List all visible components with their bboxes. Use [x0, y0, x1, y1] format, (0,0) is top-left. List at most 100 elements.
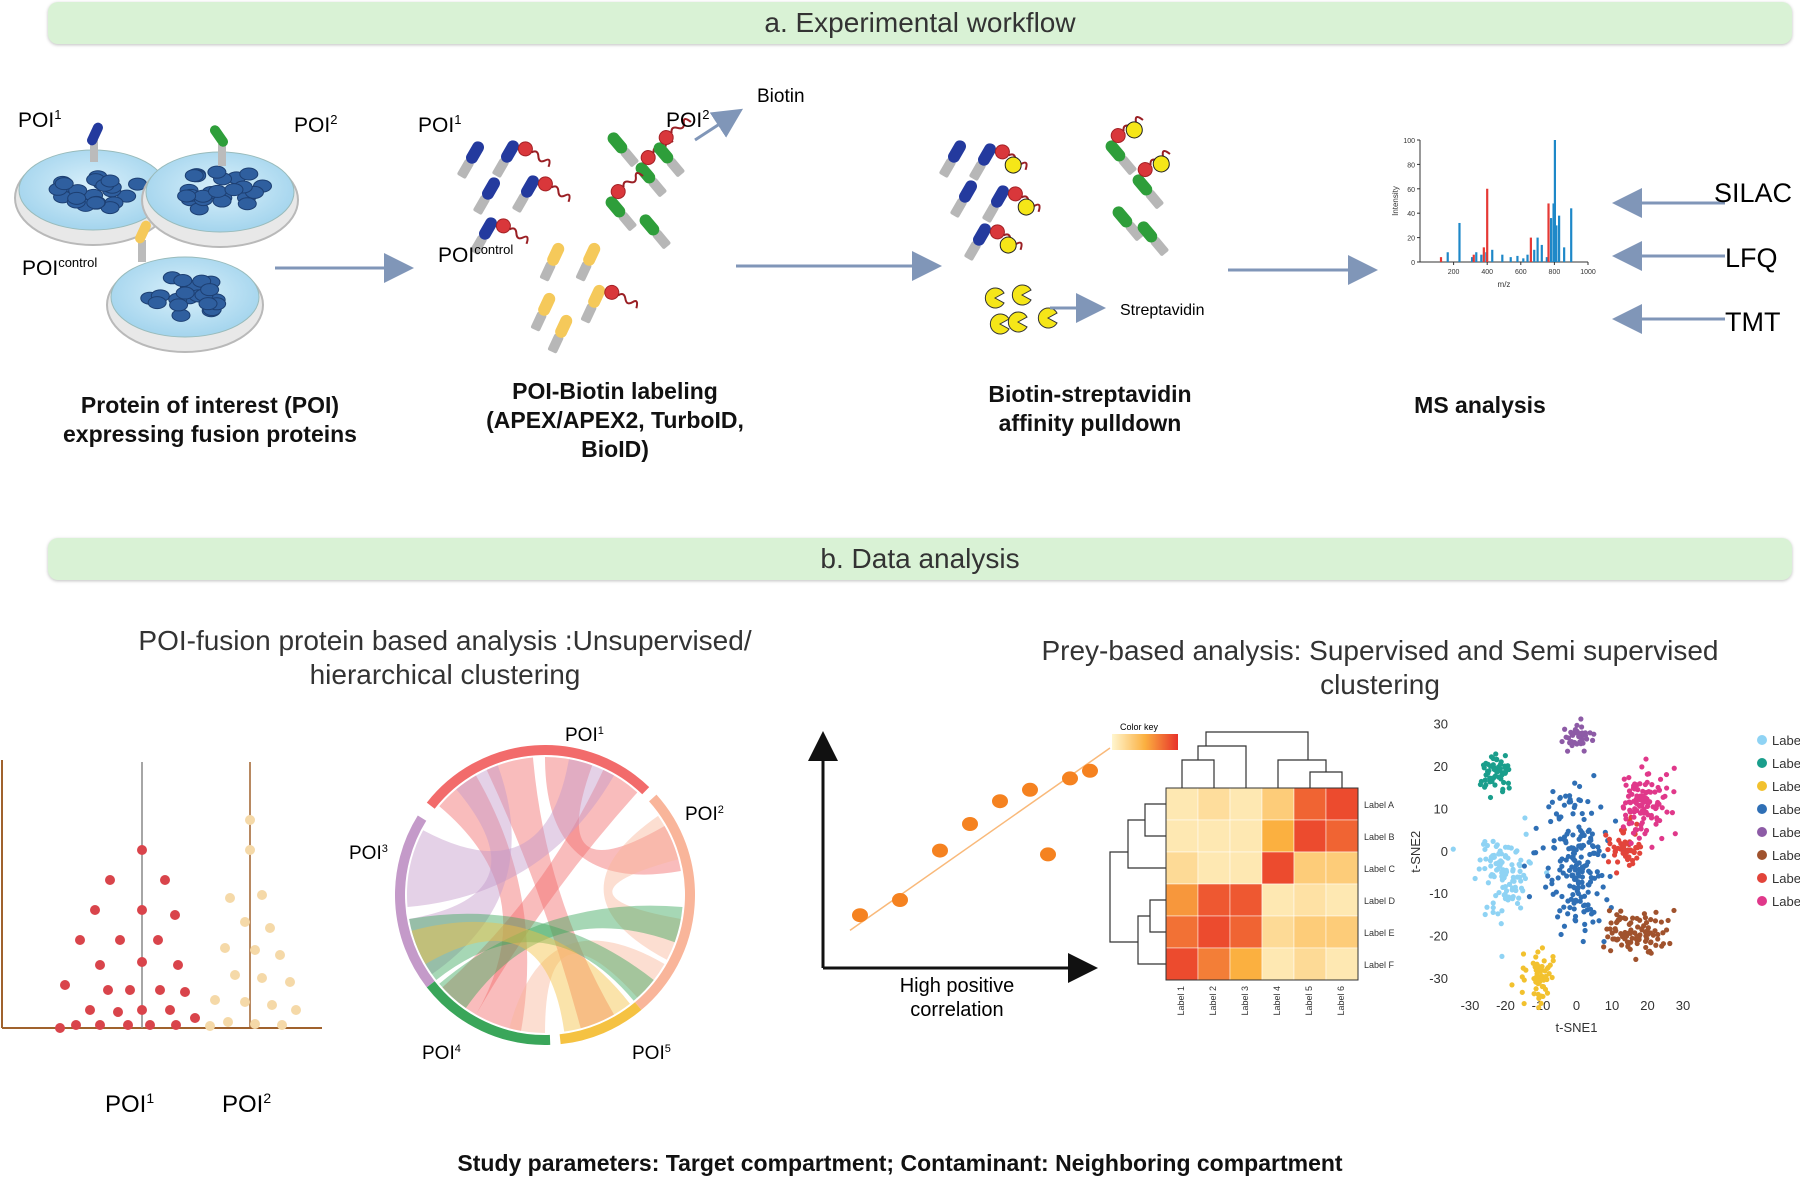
tsne-point	[1619, 942, 1625, 948]
tsne-point	[1582, 902, 1588, 908]
cell	[239, 167, 259, 181]
tsne-point	[1551, 838, 1557, 844]
poi2-dot	[230, 970, 240, 980]
tsne-x-tick: -30	[1461, 998, 1480, 1013]
tsne-point	[1649, 844, 1655, 850]
tsne-point	[1514, 874, 1521, 880]
tsne-point	[1496, 851, 1502, 857]
heatmap-cell	[1165, 787, 1199, 821]
tsne-legend-label: Label	[1772, 871, 1800, 886]
tsne-point	[1488, 754, 1495, 760]
ms-y-tick: 100	[1403, 138, 1415, 145]
tsne-point	[1533, 979, 1539, 985]
cell	[54, 177, 74, 191]
heatmap-col-label: Label 6	[1336, 986, 1346, 1016]
tsne-point	[1643, 827, 1650, 834]
method-lfq: LFQ	[1725, 243, 1778, 273]
step2-caption-line2: (APEX/APEX2, TurboID,	[486, 407, 744, 433]
correlation-point	[932, 843, 948, 858]
heatmap-col-label: Label 5	[1304, 986, 1314, 1016]
poi1-dot	[153, 935, 163, 945]
tsne-point	[1618, 908, 1624, 914]
correlation-point	[852, 908, 868, 923]
poi1-dot	[103, 985, 113, 995]
tsne-point	[1612, 849, 1618, 855]
cell-cluster	[140, 271, 227, 322]
fusion-protein	[1105, 116, 1144, 175]
tsne-point	[1561, 904, 1567, 910]
tsne-legend-swatch	[1757, 896, 1767, 906]
heatmap-col-label: Label 2	[1208, 986, 1218, 1016]
tsne-point	[1540, 983, 1547, 990]
tsne-point	[1641, 911, 1648, 917]
right-heading-line1: Prey-based analysis: Supervised and Semi…	[1041, 635, 1719, 666]
heatmap-cell	[1293, 947, 1327, 981]
poi1-dot	[90, 905, 100, 915]
heatmap-cell	[1261, 915, 1295, 949]
poi1-dot	[145, 1020, 155, 1030]
tsne-point	[1484, 904, 1490, 910]
biotin-labeled-proteins	[457, 118, 692, 354]
tsne-point	[1485, 880, 1491, 886]
tsne-point	[1659, 805, 1665, 811]
tsne-y-tick: 20	[1434, 759, 1448, 774]
tsne-point	[1502, 753, 1508, 759]
poi1-dot	[160, 875, 170, 885]
tsne-point	[1498, 759, 1504, 765]
tsne-point	[1514, 848, 1520, 854]
tsne-point	[1608, 920, 1614, 926]
tsne-legend-label: Label	[1772, 825, 1800, 840]
left-heading-line1: POI-fusion protein based analysis :Unsup…	[138, 625, 752, 656]
tsne-point	[1671, 765, 1677, 771]
tsne-point	[1590, 850, 1596, 856]
cell-cluster	[48, 170, 148, 215]
tsne-point	[1494, 769, 1500, 775]
tsne-point	[1594, 869, 1600, 875]
biotin-label: Biotin	[757, 86, 805, 107]
tsne-point	[1487, 794, 1494, 801]
tsne-point	[1568, 845, 1575, 851]
tsne-point	[1633, 956, 1639, 962]
tsne-point	[1663, 927, 1670, 933]
tsne-point	[1632, 930, 1638, 936]
poi2-dot	[225, 893, 235, 903]
fusion-protein	[607, 132, 639, 167]
step1-caption-line2: expressing fusion proteins	[63, 421, 357, 447]
chord-label-poi5: POI5	[632, 1043, 671, 1064]
tsne-point	[1567, 904, 1573, 911]
tsne-point	[1472, 875, 1478, 882]
tsne-y-axis-label: t-SNE2	[1408, 831, 1423, 873]
poi2-dot	[240, 917, 250, 927]
ms-x-tick: 600	[1515, 269, 1527, 276]
tsne-point	[1590, 919, 1596, 925]
tsne-point	[1581, 893, 1588, 899]
tsne-point	[1482, 846, 1488, 853]
dendrogram-branch	[1137, 915, 1166, 965]
tsne-point	[1517, 863, 1523, 869]
step1-caption: Protein of interest (POI) expressing fus…	[30, 391, 390, 449]
tsne-point	[1652, 928, 1658, 934]
tsne-point	[1620, 805, 1627, 811]
tsne-point	[1552, 845, 1558, 851]
tsne-point	[1499, 870, 1505, 876]
tsne-point	[1503, 871, 1509, 878]
tsne-point	[1659, 943, 1665, 949]
chord-ribbon	[442, 769, 638, 1015]
tsne-point	[1656, 801, 1662, 807]
chord-arc	[426, 981, 551, 1045]
cell	[147, 296, 167, 310]
ms-y-tick: 60	[1407, 187, 1415, 194]
fusion-protein	[1112, 206, 1144, 241]
heatmap-cell	[1165, 915, 1199, 949]
tsne-point	[1501, 779, 1507, 786]
poi2-dot	[285, 977, 295, 987]
chord-ribbon	[509, 940, 665, 1033]
tsne-point	[1576, 824, 1582, 830]
tsne-point	[1615, 859, 1621, 865]
tsne-point	[1639, 927, 1645, 933]
tsne-point	[1521, 977, 1527, 983]
tsne-legend-swatch	[1757, 850, 1767, 860]
tsne-point	[1570, 854, 1576, 860]
cell	[117, 189, 137, 203]
chord-diagram	[395, 745, 695, 1045]
